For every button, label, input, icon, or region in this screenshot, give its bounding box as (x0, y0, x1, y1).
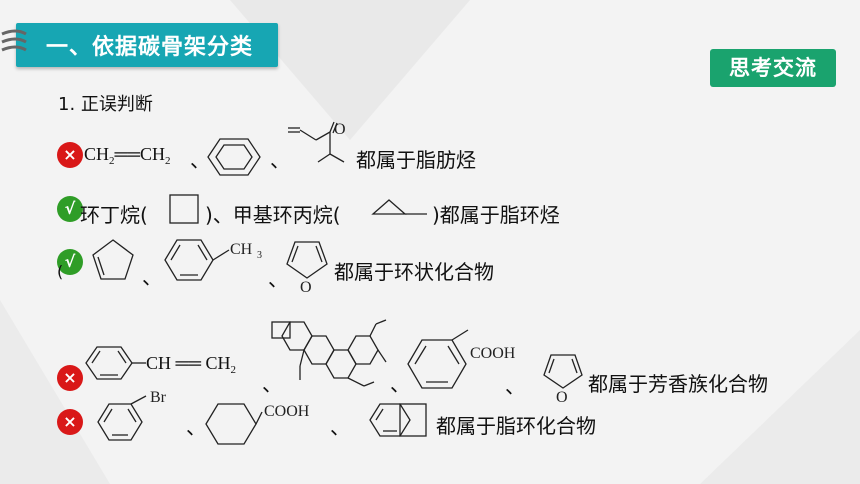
furan-oxygen-label: O (556, 389, 568, 406)
separator: 、 (268, 267, 288, 291)
ketone-structure: O (288, 121, 346, 163)
section-title-bar: 一、依据碳骨架分类 (16, 23, 278, 67)
methylcyclopropane-structure (371, 199, 427, 215)
separator: 、 (262, 372, 282, 396)
separator: 、 (142, 265, 162, 289)
carbonyl-oxygen-label: O (334, 121, 346, 138)
wrong-mark-icon: × (57, 365, 83, 391)
separator: 、 (505, 374, 525, 398)
separator: 、 (390, 372, 410, 396)
right-mark-icon: √ (57, 196, 83, 222)
furan-structure: O (286, 241, 328, 296)
think-discuss-button[interactable]: 思考交流 (710, 49, 836, 87)
statement-text-a: 环丁烷( (80, 203, 148, 227)
wrong-mark-icon: × (57, 142, 83, 168)
bromine-label: Br (150, 389, 167, 406)
separator: 、 (190, 148, 210, 172)
separator: 、 (270, 148, 290, 172)
styrene-ring-structure (85, 346, 146, 380)
separator: 、 (330, 415, 350, 439)
benzene-structure (207, 138, 261, 176)
paren: ( (57, 262, 64, 281)
polycyclic-aromatic-structure (271, 319, 387, 387)
wrong-mark-icon: × (57, 409, 83, 435)
statement-text: 都属于芳香族化合物 (588, 372, 768, 396)
bromobenzene-structure: Br (97, 389, 167, 441)
methyl-label: CH (230, 241, 253, 258)
carboxyl-label: COOH (264, 403, 310, 420)
statement-text: 都属于脂环化合物 (436, 414, 596, 438)
statement-text: 都属于脂肪烃 (356, 148, 476, 172)
statement-text-c: )都属于脂环烃 (432, 203, 560, 227)
methyl-subscript: 3 (257, 250, 262, 261)
statement-text: 都属于环状化合物 (334, 260, 494, 284)
ring-binder-icon (1, 29, 27, 52)
carboxyl-label: COOH (470, 345, 516, 362)
benzoic-acid-structure: COOH (407, 329, 516, 389)
page-title: 一、依据碳骨架分类 (46, 35, 254, 60)
subtitle: 1. 正误判断 (58, 94, 153, 115)
benzocyclobutene-structure (369, 403, 427, 437)
vinyl-formula: CH ══ CH2 (146, 353, 237, 376)
cyclohexanecarboxylic-acid-structure: COOH (205, 403, 310, 445)
separator: 、 (186, 415, 206, 439)
furan-structure: O (543, 354, 583, 406)
ethylene-formula: CH2══CH2 (84, 144, 171, 167)
right-mark-icon: √ (57, 249, 83, 275)
cyclopentene-structure (92, 239, 134, 280)
statement-text-b: )、甲基环丙烷( (205, 203, 341, 227)
cyclobutane-structure (169, 194, 199, 224)
furan-oxygen-label: O (300, 279, 312, 296)
toluene-structure: CH 3 (164, 239, 262, 281)
